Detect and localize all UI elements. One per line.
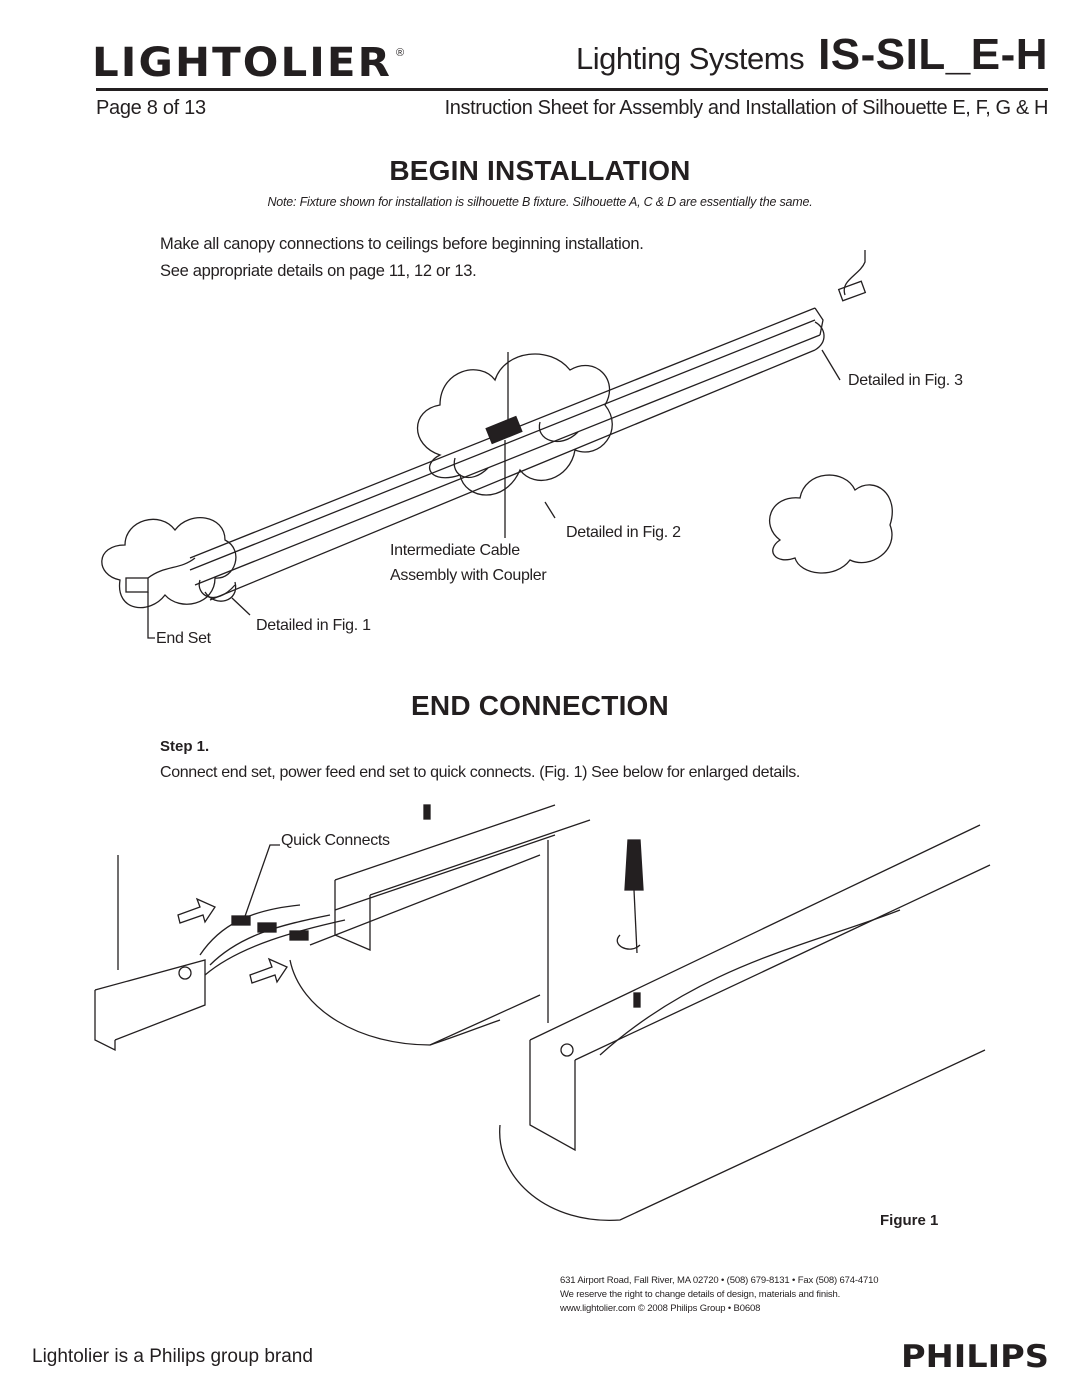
section-title-end-connection: END CONNECTION <box>411 690 669 721</box>
figure-label: Figure 1 <box>880 1212 939 1229</box>
end-connection-illustration <box>94 804 991 1221</box>
overview-illustration <box>101 250 893 639</box>
screwdriver <box>616 839 644 954</box>
logo-text: LIGHTOLIER <box>92 42 392 82</box>
end-set-block <box>94 959 206 1052</box>
product-code: IS-SIL_E-H <box>818 30 1048 79</box>
left-fixture <box>289 804 591 1046</box>
fixture-note: Note: Fixture shown for installation is … <box>267 195 813 209</box>
quick-connect-3 <box>289 930 309 941</box>
set-screw-left <box>423 804 431 820</box>
callout-detail-fig3: Detailed in Fig. 3 <box>848 372 963 389</box>
quick-connect-1 <box>231 915 251 926</box>
cloud-left <box>101 517 237 609</box>
coupler-box <box>485 415 523 445</box>
callout-end-set: End Set <box>156 630 211 647</box>
leader-fig3 <box>821 349 841 381</box>
lens-left <box>198 579 236 598</box>
arrow-upper <box>177 897 216 924</box>
cloud-middle <box>416 353 613 496</box>
callout-detail-fig1: Detailed in Fig. 1 <box>256 617 371 634</box>
lens-middle <box>538 421 579 443</box>
philips-logo-text: PHILIPS <box>901 1340 1049 1370</box>
set-screw-right <box>633 992 641 1008</box>
section-title-begin-installation: BEGIN INSTALLATION <box>389 155 691 186</box>
quick-connect-2 <box>257 922 277 933</box>
instruction-line-2: See appropriate details on page 11, 12 o… <box>160 262 477 280</box>
lightolier-logo: LIGHTOLIER ® <box>92 42 404 82</box>
step-text: Connect end set, power feed end set to q… <box>160 764 801 781</box>
connector-cable-right <box>843 250 866 296</box>
step-label: Step 1. <box>160 738 210 755</box>
footer-web: www.lightolier.com © 2008 Philips Group … <box>560 1303 761 1314</box>
end-block-left <box>125 577 149 593</box>
leader-endset <box>147 592 155 639</box>
right-fixture <box>499 824 991 1221</box>
footer-address-block: 631 Airport Road, Fall River, MA 02720 •… <box>560 1274 879 1316</box>
instruction-line-1: Make all canopy connections to ceilings … <box>160 235 644 253</box>
footer-disclaimer: We reserve the right to change details o… <box>560 1289 841 1300</box>
callout-intermediate-2: Assembly with Coupler <box>390 567 547 584</box>
footer-address: 631 Airport Road, Fall River, MA 02720 •… <box>560 1275 879 1286</box>
connector-cable-left <box>147 557 196 579</box>
callout-intermediate-1: Intermediate Cable <box>390 542 520 559</box>
cloud-right <box>769 474 893 574</box>
lens-mid2 <box>453 457 489 479</box>
arrow-lower <box>249 957 288 984</box>
sheet-title: Instruction Sheet for Assembly and Insta… <box>444 97 1049 119</box>
quick-connects-label: Quick Connects <box>281 832 390 849</box>
leader-fig1 <box>231 597 251 616</box>
page-number: Page 8 of 13 <box>96 97 206 119</box>
brand-statement: Lightolier is a Philips group brand <box>32 1346 313 1367</box>
system-label: Lighting Systems <box>576 41 805 76</box>
fixture-channel <box>189 307 825 602</box>
philips-logo: PHILIPS <box>901 1340 1049 1370</box>
end-block-right <box>837 280 867 302</box>
leader-fig2 <box>544 501 556 519</box>
callout-detail-fig2: Detailed in Fig. 2 <box>566 524 681 541</box>
header-product: Lighting Systems IS-SIL_E-H <box>576 30 1048 80</box>
header-rule <box>96 88 1048 91</box>
quick-connects-leader <box>242 844 280 923</box>
registered-mark: ® <box>396 47 404 59</box>
